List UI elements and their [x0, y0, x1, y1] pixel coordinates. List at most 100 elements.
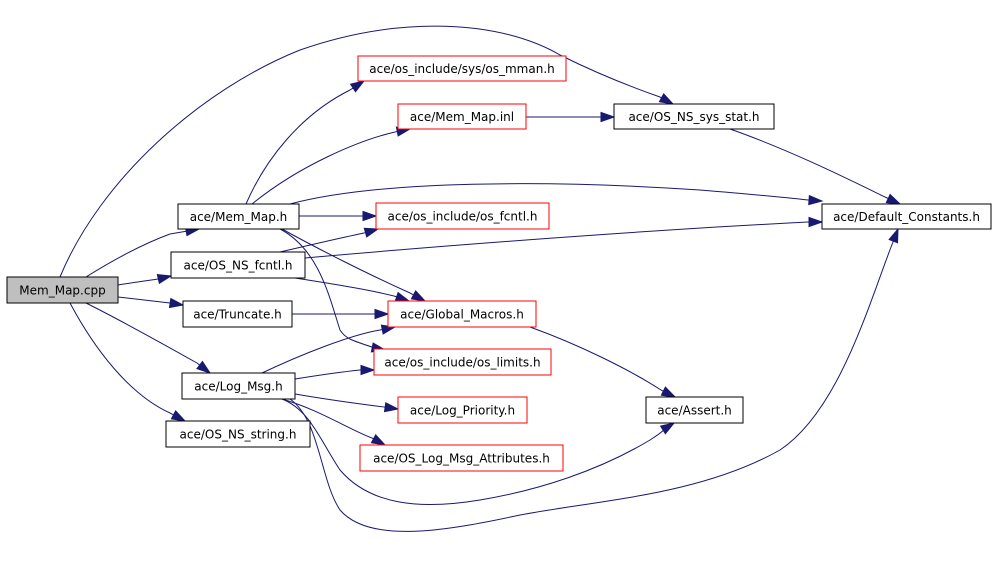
arrowhead-icon	[808, 216, 824, 228]
edge-os-ns-fcntl-h-to-global-macros-h	[294, 277, 411, 302]
edge-mem-map-cpp-to-os-ns-sys-stat-h	[59, 25, 675, 278]
node-os-log-msg-attributes-h[interactable]: ace/OS_Log_Msg_Attributes.h	[359, 444, 564, 472]
edge-line	[281, 398, 667, 506]
edge-line	[117, 296, 171, 304]
arrowhead-icon	[370, 434, 387, 446]
arrowhead-icon	[410, 290, 427, 302]
arrowhead-icon	[349, 80, 366, 93]
edge-line	[304, 221, 809, 259]
edge-line	[289, 183, 809, 205]
edge-mem-map-h-to-default-constants-h	[289, 183, 824, 206]
arrowhead-icon	[660, 386, 677, 398]
node-assert-h[interactable]: ace/Assert.h	[645, 396, 744, 424]
edge-os-ns-sys-stat-h-to-default-constants-h	[729, 128, 902, 205]
edge-line	[289, 241, 894, 532]
edge-mem-map-h-to-mem-map-inl	[251, 126, 412, 205]
edge-line	[279, 232, 365, 253]
edge-line	[85, 302, 198, 364]
edge-log-msg-h-to-default-constants-h	[289, 227, 899, 532]
node-label: ace/os_include/os_fcntl.h	[388, 210, 538, 224]
node-truncate-h[interactable]: ace/Truncate.h	[182, 300, 293, 328]
edge-mem-map-cpp-to-os-ns-fcntl-h	[117, 273, 173, 286]
node-os-mman-h[interactable]: ace/os_include/sys/os_mman.h	[357, 55, 567, 82]
edge-line-tail	[662, 427, 667, 431]
edge-mem-map-inl-to-os-ns-sys-stat-h	[526, 111, 616, 123]
arrowhead-icon	[383, 401, 400, 413]
edge-line	[279, 228, 376, 349]
arrowhead-icon	[885, 193, 902, 205]
node-mem-map-cpp[interactable]: Mem_Map.cpp	[6, 276, 119, 304]
node-label: ace/Mem_Map.h	[190, 210, 288, 224]
arrowhead-icon	[600, 111, 616, 123]
arrowhead-icon	[363, 227, 380, 238]
node-os-ns-string-h[interactable]: ace/OS_NS_string.h	[165, 420, 311, 448]
nodes-layer: Mem_Map.cpp ace/Mem_Map.h ace/OS_NS_fcnt…	[6, 55, 992, 472]
arrowhead-icon	[156, 273, 173, 285]
edge-log-msg-h-to-assert-h	[281, 398, 676, 506]
node-label: Mem_Map.cpp	[19, 284, 105, 298]
edge-line-tail	[393, 295, 397, 298]
edge-line	[59, 25, 661, 278]
arrowhead-icon	[360, 364, 376, 376]
node-mem-map-inl[interactable]: ace/Mem_Map.inl	[397, 103, 527, 130]
arrowhead-icon	[374, 308, 390, 320]
node-label: ace/Mem_Map.inl	[410, 110, 514, 124]
node-label: ace/Default_Constants.h	[833, 210, 980, 224]
edge-line	[294, 277, 395, 297]
node-label: ace/OS_NS_fcntl.h	[184, 259, 293, 273]
node-os-limits-h[interactable]: ace/os_include/os_limits.h	[373, 348, 552, 376]
edge-mem-map-cpp-to-os-ns-string-h	[69, 302, 187, 422]
edge-log-msg-h-to-os-limits-h	[294, 364, 376, 380]
edge-mem-map-h-to-os-mman-h	[245, 80, 366, 205]
edge-os-ns-fcntl-h-to-default-constants-h	[304, 216, 824, 259]
arrowhead-icon	[394, 291, 411, 302]
edge-line	[294, 369, 361, 380]
node-label: ace/os_include/sys/os_mman.h	[369, 62, 555, 76]
edge-line	[529, 326, 662, 391]
edge-line-tail	[169, 412, 174, 416]
node-label: ace/Assert.h	[657, 404, 732, 418]
arrowhead-icon	[659, 422, 676, 435]
arrowhead-icon	[170, 410, 187, 422]
edge-line	[251, 131, 396, 205]
edge-line	[294, 393, 385, 408]
edge-global-macros-h-to-assert-h	[529, 326, 677, 398]
node-label: ace/Truncate.h	[193, 308, 282, 322]
node-mem-map-h[interactable]: ace/Mem_Map.h	[177, 203, 300, 230]
arrowhead-icon	[362, 210, 378, 222]
arrowhead-icon	[888, 227, 899, 244]
node-os-ns-sys-stat-h[interactable]: ace/OS_NS_sys_stat.h	[613, 103, 775, 130]
edges-layer	[59, 25, 902, 532]
edge-line-tail	[659, 96, 662, 99]
edge-line	[69, 302, 171, 414]
edge-log-msg-h-to-log-priority-h	[294, 393, 400, 413]
node-label: ace/Log_Priority.h	[410, 404, 515, 418]
edge-mem-map-cpp-to-truncate-h	[117, 296, 185, 309]
edge-truncate-h-to-global-macros-h	[292, 308, 390, 320]
arrowhead-icon	[658, 93, 675, 105]
edge-line	[245, 89, 351, 205]
arrowhead-icon	[196, 360, 212, 374]
edge-line-tail	[371, 437, 374, 440]
edge-mem-map-cpp-to-log-msg-h	[85, 302, 212, 374]
node-log-msg-h[interactable]: ace/Log_Msg.h	[181, 372, 296, 400]
edge-line	[281, 398, 373, 439]
arrowhead-icon	[168, 297, 185, 309]
node-default-constants-h[interactable]: ace/Default_Constants.h	[821, 203, 992, 230]
node-log-priority-h[interactable]: ace/Log_Priority.h	[397, 396, 528, 424]
edge-mem-map-h-to-os-fcntl-h	[299, 210, 378, 222]
node-label: ace/OS_NS_string.h	[180, 428, 297, 442]
edge-line	[261, 329, 381, 374]
node-os-ns-fcntl-h[interactable]: ace/OS_NS_fcntl.h	[170, 251, 306, 279]
node-os-fcntl-h[interactable]: ace/os_include/os_fcntl.h	[375, 202, 550, 230]
node-label: ace/Log_Msg.h	[194, 380, 282, 394]
node-label: ace/OS_Log_Msg_Attributes.h	[373, 452, 550, 466]
edge-line	[117, 278, 159, 286]
node-label: ace/os_include/os_limits.h	[384, 356, 540, 370]
edge-line-tail	[169, 230, 187, 235]
node-global-macros-h[interactable]: ace/Global_Macros.h	[387, 300, 537, 328]
edge-line-tail	[409, 292, 414, 296]
edge-line-tail	[884, 196, 889, 199]
edge-line-tail	[196, 362, 201, 366]
edge-log-msg-h-to-os-log-msg-attributes-h	[281, 398, 387, 446]
